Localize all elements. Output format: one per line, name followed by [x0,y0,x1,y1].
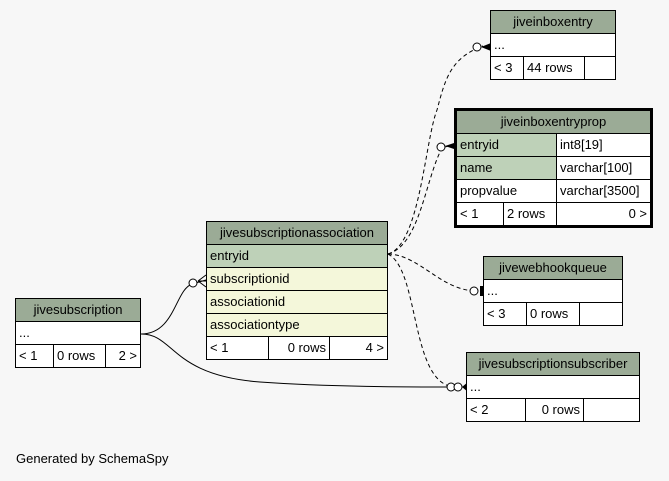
table-row: entryid [207,245,387,268]
parents-count: < 1 [210,340,229,355]
column-name: name [457,157,556,179]
edge-end-circle [472,42,482,52]
row-count: 0 rows [268,337,329,359]
row-count: 2 rows [503,203,556,225]
table-jiveinboxentry[interactable]: jiveinboxentry ... < 3 44 rows [490,10,616,80]
parents-count: < 3 [487,306,506,321]
table-jivesubscription[interactable]: jivesubscription ... < 1 0 rows 2 > [15,298,141,368]
edge-end-circle [453,382,463,392]
table-stats: < 1 0 rows 2 > [16,345,140,367]
edge-association-subscriber [387,253,456,388]
edge-association-inboxentryprop [387,143,456,255]
table-row: ... [491,34,615,57]
row-count: 0 rows [53,345,105,367]
column-ellipsis: ... [487,283,498,298]
parents-count: < 1 [19,348,38,363]
edge-association-webhookqueue [387,253,477,292]
table-stats: < 2 0 rows [467,399,639,421]
edge-subscription-subscriber [140,333,452,388]
column-name: subscriptionid [207,268,387,290]
table-title: jivewebhookqueue [484,257,622,280]
table-row: entryid int8[19] [457,134,650,157]
row-count: 0 rows [526,303,579,325]
table-row: ... [16,322,140,345]
column-name: propvalue [457,180,556,202]
table-jivesubscriptionassociation[interactable]: jivesubscriptionassociation entryid subs… [206,221,388,360]
column-type: varchar[3500] [556,180,650,202]
table-title: jivesubscription [16,299,140,322]
edge-subscription-association [140,279,207,335]
table-row: associationtype [207,314,387,337]
table-stats: < 3 0 rows [484,303,622,325]
table-stats: < 1 0 rows 4 > [207,337,387,359]
table-stats: < 1 2 rows 0 > [457,203,650,225]
children-count: 0 > [556,203,650,225]
generated-by-footer: Generated by SchemaSpy [16,451,169,466]
table-stats: < 3 44 rows [491,57,615,79]
edge-end-crowfoot [197,274,207,288]
table-row: ... [467,376,639,399]
column-ellipsis: ... [19,325,30,340]
table-title: jiveinboxentry [491,11,615,34]
column-ellipsis: ... [470,379,481,394]
table-row: name varchar[100] [457,157,650,180]
column-ellipsis: ... [494,37,505,52]
edge-end-arrow [481,43,491,51]
parents-count: < 2 [470,402,489,417]
table-title: jiveinboxentryprop [457,111,650,134]
table-row: propvalue varchar[3500] [457,180,650,203]
row-count: 0 rows [525,399,583,421]
column-name: associationid [207,291,387,313]
table-title: jivesubscriptionsubscriber [467,353,639,376]
edge-end-circle [188,278,198,288]
column-type: int8[19] [556,134,650,156]
row-count: 44 rows [523,57,584,79]
column-name: entryid [457,134,556,156]
column-name: entryid [207,245,387,267]
parents-count: < 1 [460,206,479,221]
table-row: subscriptionid [207,268,387,291]
table-row: associationid [207,291,387,314]
parents-count: < 3 [494,60,513,75]
children-count [583,399,639,421]
children-count: 2 > [105,345,140,367]
table-title: jivesubscriptionassociation [207,222,387,245]
children-count [584,57,615,79]
table-row: ... [484,280,622,303]
edge-association-inboxentry [387,45,484,255]
table-jivewebhookqueue[interactable]: jivewebhookqueue ... < 3 0 rows [483,256,623,326]
edge-end-bar [480,286,483,296]
column-type: varchar[100] [556,157,650,179]
table-jiveinboxentryprop[interactable]: jiveinboxentryprop entryid int8[19] name… [454,108,653,228]
children-count [579,303,622,325]
children-count: 4 > [329,337,387,359]
column-name: associationtype [207,314,387,336]
table-jivesubscriptionsubscriber[interactable]: jivesubscriptionsubscriber ... < 2 0 row… [466,352,640,422]
edge-end-circle [469,286,479,296]
edge-end-circle [436,142,446,152]
